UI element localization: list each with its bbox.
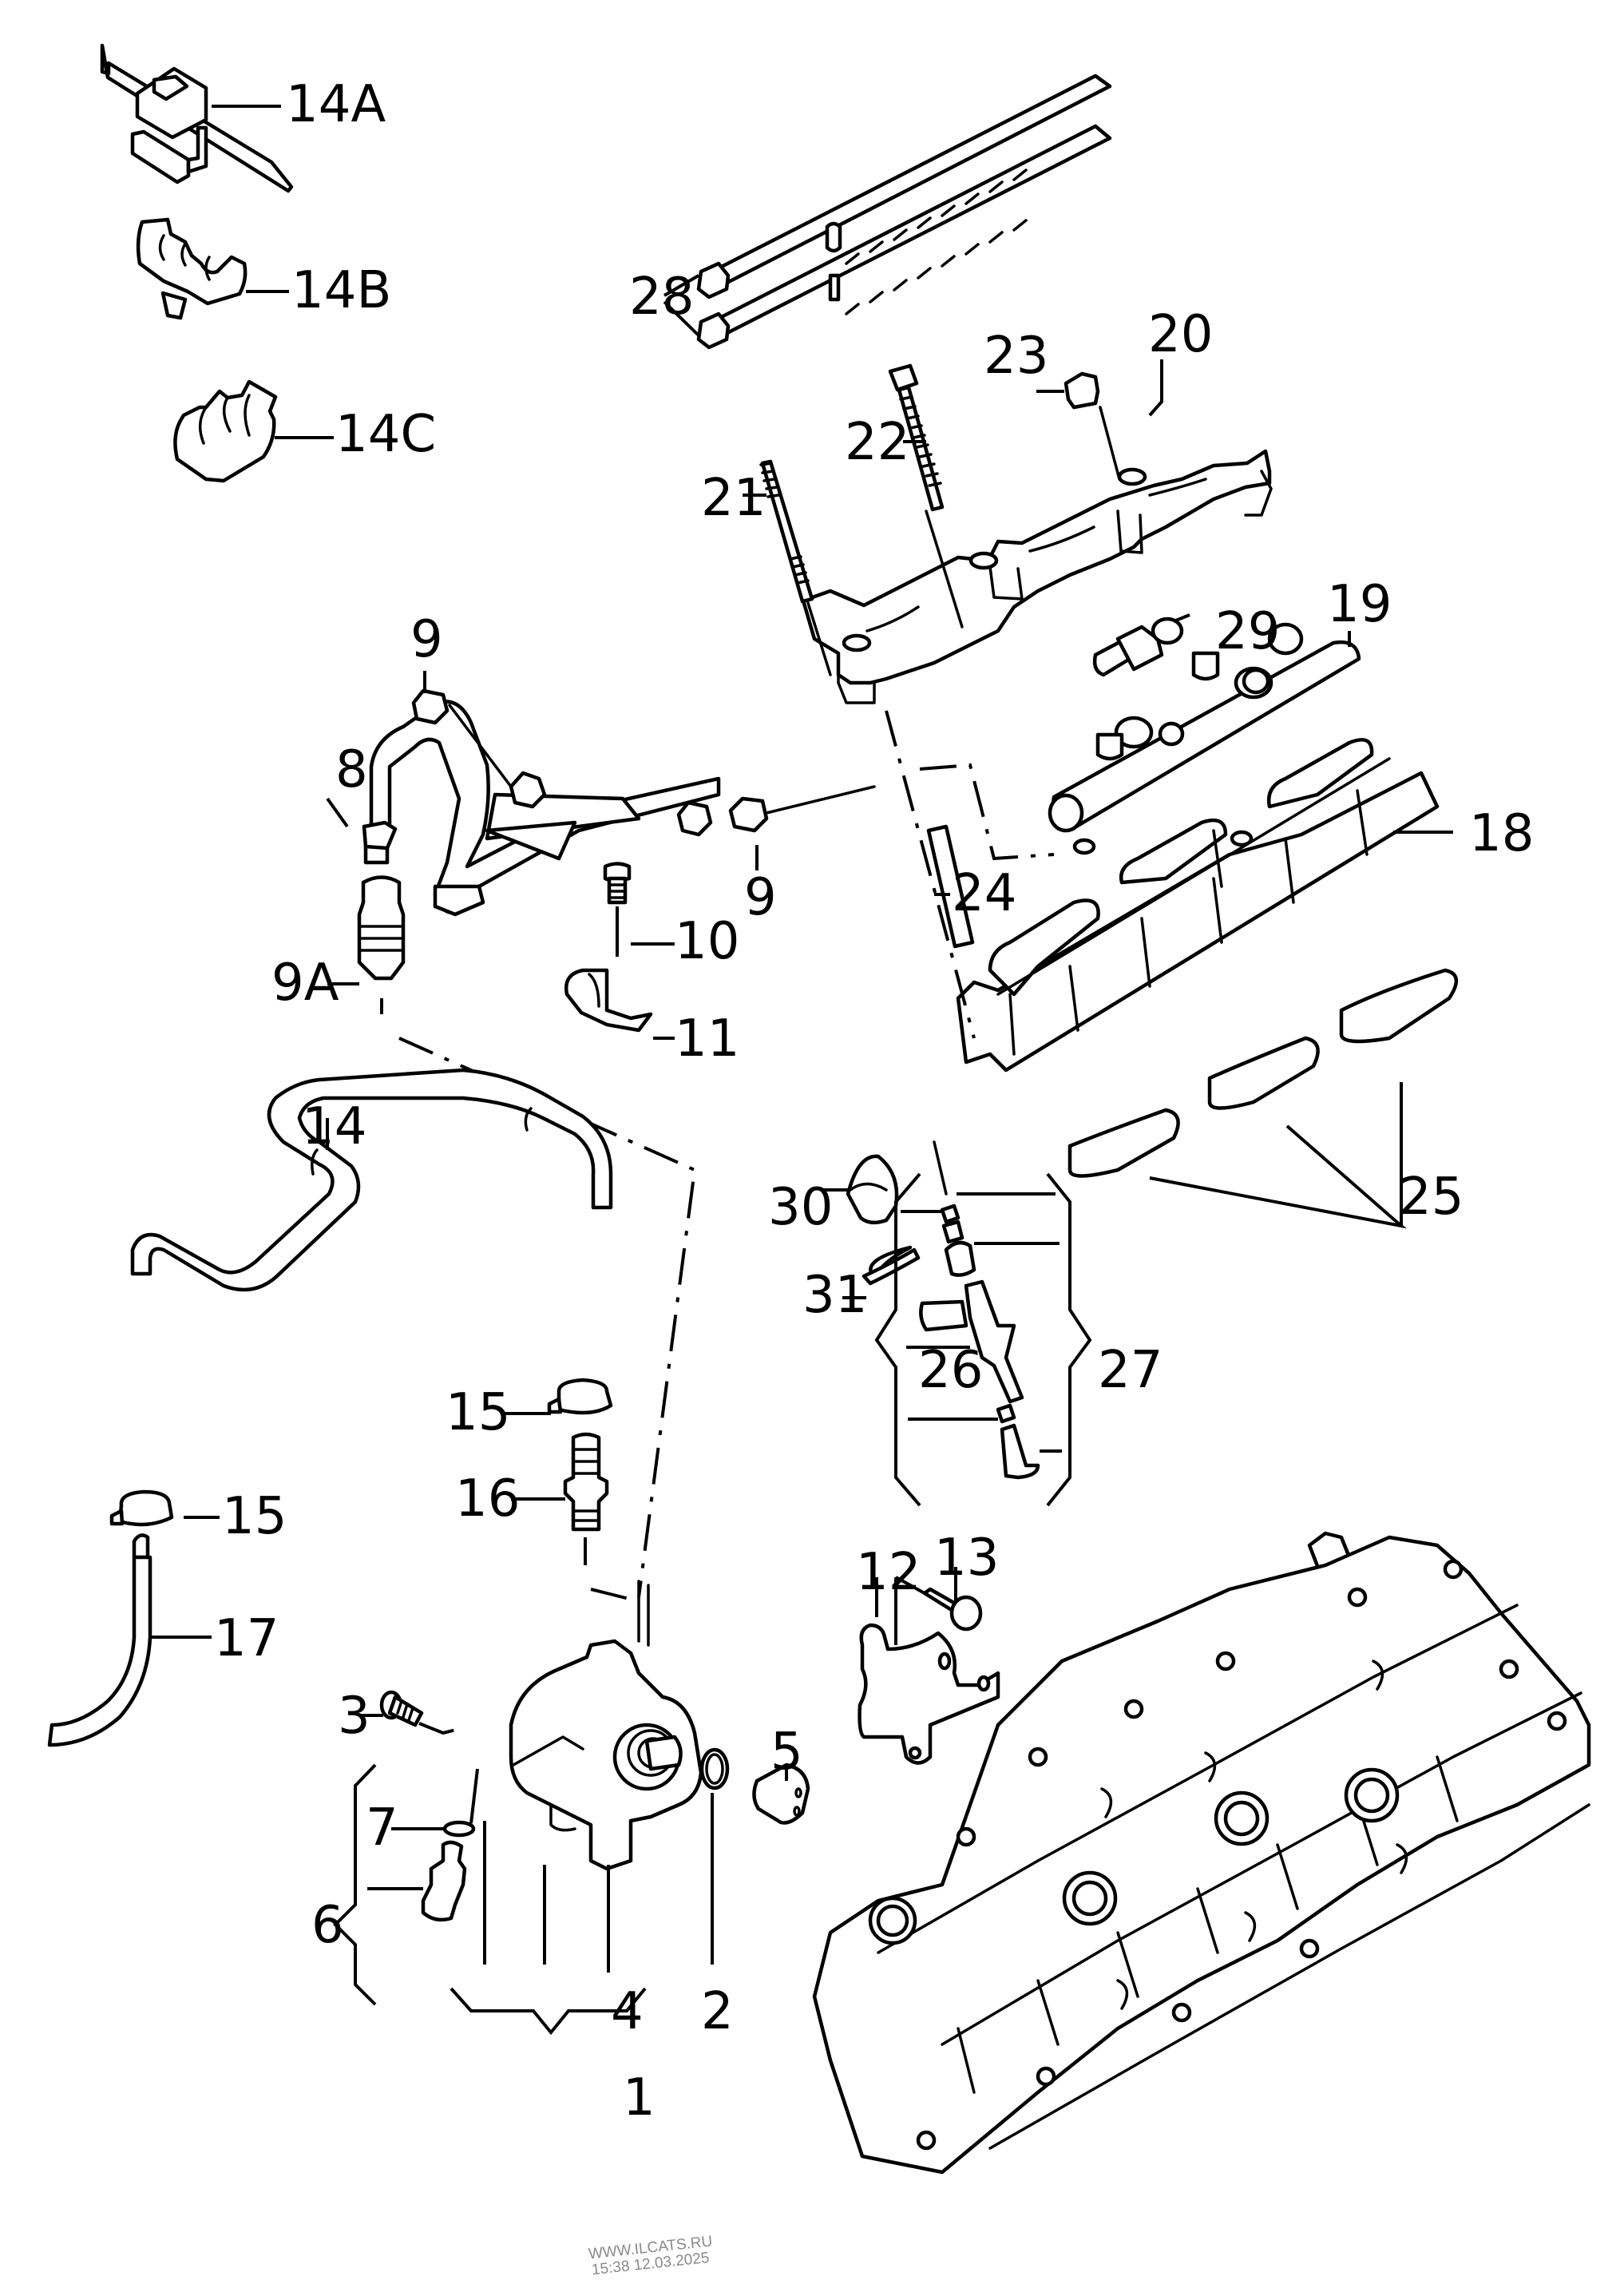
cap-icon[interactable]: [846, 1154, 899, 1225]
high-pressure-pump-icon[interactable]: [509, 1580, 703, 1871]
callout-7[interactable]: 7: [366, 1798, 398, 1858]
fuel-hose-icon[interactable]: [130, 1068, 613, 1292]
clamp-icon[interactable]: [564, 968, 653, 1033]
callout-16[interactable]: 16: [455, 1469, 520, 1529]
callout-9A[interactable]: 9A: [271, 954, 339, 1013]
fuel-injector-icon[interactable]: [919, 1203, 1040, 1480]
screw-icon[interactable]: [603, 862, 632, 905]
stud-icon[interactable]: [759, 459, 814, 604]
pipe-clip-icon[interactable]: [173, 379, 278, 483]
intake-manifold-icon[interactable]: [956, 738, 1440, 1073]
callout-9-right[interactable]: 9: [744, 868, 777, 927]
callout-19[interactable]: 19: [1327, 575, 1392, 634]
connector-icon[interactable]: [563, 1432, 609, 1532]
callout-14B[interactable]: 14B: [291, 261, 391, 320]
retaining-clip-icon[interactable]: [862, 1245, 921, 1286]
bracket-icon[interactable]: [858, 1623, 1000, 1765]
callout-20[interactable]: 20: [1148, 305, 1213, 364]
high-pressure-line-icon[interactable]: [362, 700, 721, 917]
callout-23[interactable]: 23: [984, 327, 1048, 386]
callout-14C[interactable]: 14C: [335, 405, 436, 464]
callout-30[interactable]: 30: [768, 1178, 833, 1237]
fuel-rail-bracket-icon[interactable]: [801, 449, 1273, 704]
bolt-icon[interactable]: [379, 1690, 424, 1727]
cylinder-head-icon: [812, 1531, 1591, 2175]
cable-tie-clip-icon[interactable]: [100, 43, 294, 193]
callout-2[interactable]: 2: [701, 1982, 734, 2041]
double-pipe-clip-icon[interactable]: [136, 217, 248, 320]
callout-17[interactable]: 17: [214, 1609, 279, 1668]
callout-3[interactable]: 3: [338, 1687, 370, 1746]
callout-22[interactable]: 22: [845, 413, 909, 472]
callout-11[interactable]: 11: [675, 1009, 739, 1069]
callout-4[interactable]: 4: [611, 1982, 644, 2041]
sleeve-icon[interactable]: [926, 824, 975, 949]
callout-15-right[interactable]: 15: [446, 1383, 510, 1442]
cable-ties-icon[interactable]: [696, 73, 1112, 350]
roller-tappet-icon[interactable]: [752, 1763, 810, 1825]
pressure-relief-valve-icon[interactable]: [421, 1840, 467, 1922]
watermark: WWW.ILCATS.RU 15:38 12.03.2025: [588, 2233, 713, 2278]
callout-1[interactable]: 1: [623, 2068, 656, 2127]
torx-bolt-icon[interactable]: [922, 1587, 983, 1632]
seal-ring-icon[interactable]: [442, 1820, 476, 1838]
callout-6[interactable]: 6: [311, 1896, 344, 1955]
callout-24[interactable]: 24: [952, 864, 1016, 923]
callout-10[interactable]: 10: [675, 912, 739, 971]
fuel-line-icon[interactable]: [47, 1533, 152, 1747]
callout-13[interactable]: 13: [934, 1529, 999, 1588]
callout-9-top[interactable]: 9: [410, 610, 443, 669]
callout-8[interactable]: 8: [335, 740, 368, 799]
nut-icon[interactable]: [1064, 371, 1100, 410]
o-ring-icon[interactable]: [699, 1747, 730, 1790]
gasket-icon[interactable]: [1067, 968, 1458, 1178]
callout-14[interactable]: 14: [302, 1097, 366, 1156]
pressure-sensor-icon[interactable]: [1092, 617, 1184, 677]
callout-28[interactable]: 28: [629, 268, 694, 327]
hose-clamp-icon[interactable]: [109, 1378, 613, 1527]
callout-27[interactable]: 27: [1098, 1341, 1163, 1400]
callout-12[interactable]: 12: [856, 1543, 921, 1602]
callout-31[interactable]: 31: [802, 1266, 867, 1325]
callout-15-left[interactable]: 15: [222, 1487, 287, 1546]
fuel-rail-icon[interactable]: [1048, 622, 1361, 833]
callout-14A[interactable]: 14A: [286, 75, 386, 134]
callout-18[interactable]: 18: [1469, 804, 1534, 863]
callout-21[interactable]: 21: [701, 469, 766, 528]
callout-26[interactable]: 26: [918, 1341, 983, 1400]
callout-29[interactable]: 29: [1215, 602, 1280, 661]
adapter-fitting-icon[interactable]: [357, 875, 406, 981]
bolt-icon[interactable]: [888, 363, 945, 512]
union-nut-icon[interactable]: [411, 688, 876, 837]
callout-25[interactable]: 25: [1399, 1168, 1464, 1227]
